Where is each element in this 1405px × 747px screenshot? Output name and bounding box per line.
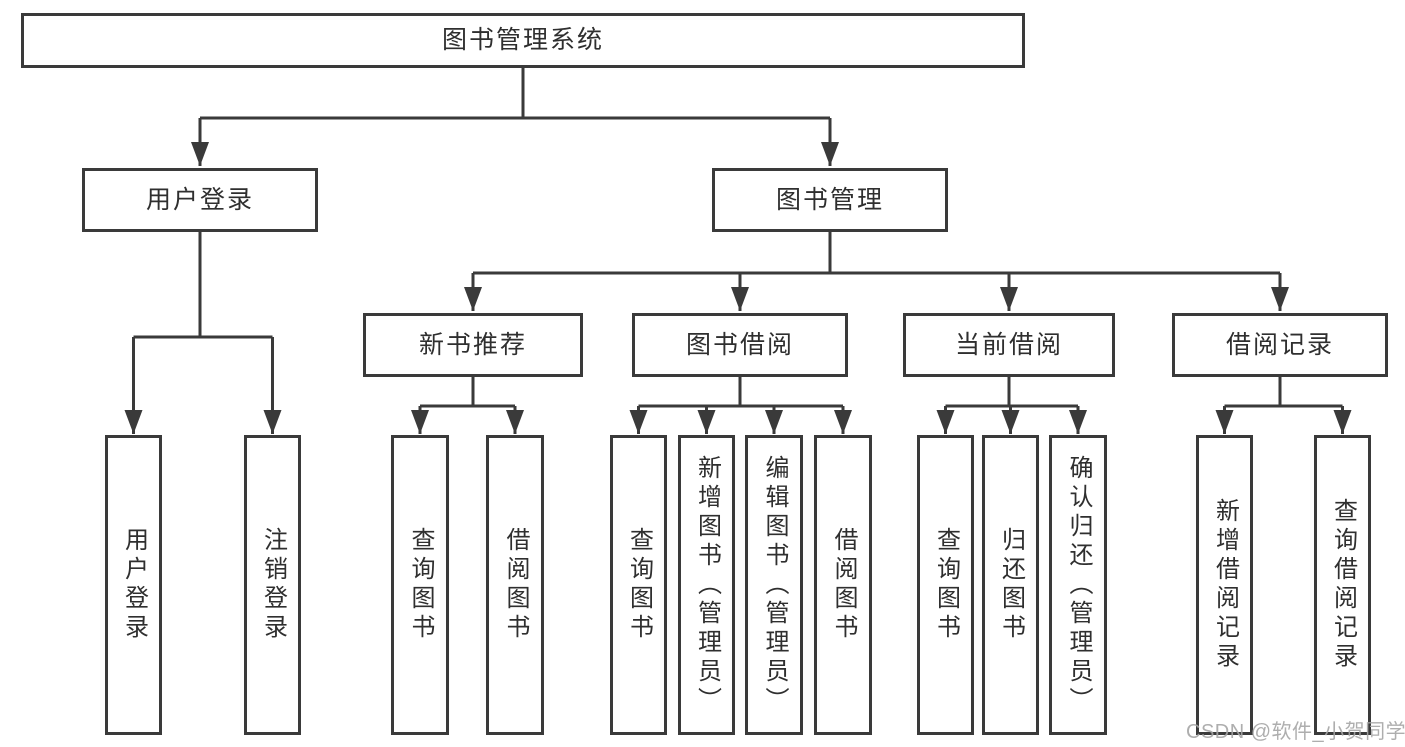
node-user-login: 用户登录 — [82, 168, 318, 232]
node-label: 注销登录 — [259, 527, 287, 643]
node-current-borrowing: 当前借阅 — [903, 313, 1115, 377]
node-query-books-recommend: 查询图书 — [391, 435, 449, 735]
node-library-management-system: 图书管理系统 — [21, 13, 1025, 68]
node-label: 用户登录 — [145, 185, 254, 214]
connector-skeleton — [133, 68, 1343, 408]
node-user-login-action: 用户登录 — [105, 435, 162, 735]
node-label: 新增图书（管理员） — [693, 454, 721, 716]
node-label: 确认归还（管理员） — [1065, 454, 1092, 716]
node-book-borrowing: 图书借阅 — [632, 313, 848, 377]
node-label: 归还图书 — [997, 527, 1025, 643]
node-label: 借阅图书 — [830, 527, 857, 643]
node-label: 新书推荐 — [418, 330, 527, 359]
node-query-borrow-record: 查询借阅记录 — [1314, 435, 1371, 735]
node-label: 编辑图书（管理员） — [761, 454, 788, 716]
node-logout-action: 注销登录 — [244, 435, 301, 735]
node-borrowing-records: 借阅记录 — [1172, 313, 1388, 377]
node-label: 图书借阅 — [685, 330, 794, 359]
node-label: 查询图书 — [932, 527, 960, 643]
node-borrow-books-recommend: 借阅图书 — [486, 435, 544, 735]
node-add-books-admin: 新增图书（管理员） — [678, 435, 735, 735]
node-label: 当前借阅 — [954, 330, 1063, 359]
node-label: 图书管理系统 — [441, 26, 604, 54]
node-label: 借阅图书 — [502, 527, 529, 643]
node-query-books-borrowing: 查询图书 — [610, 435, 667, 735]
node-book-management: 图书管理 — [712, 168, 948, 232]
node-label: 新增借阅记录 — [1211, 498, 1239, 672]
node-label: 借阅记录 — [1225, 330, 1334, 359]
node-return-books: 归还图书 — [982, 435, 1039, 735]
node-query-books-current: 查询图书 — [917, 435, 974, 735]
node-label: 查询图书 — [625, 527, 653, 643]
csdn-watermark: CSDN @软件_小贺同学 — [1186, 721, 1405, 743]
node-edit-books-admin: 编辑图书（管理员） — [745, 435, 803, 735]
connector-arrows — [124, 118, 1352, 434]
node-label: 用户登录 — [120, 527, 148, 643]
node-borrow-books-borrowing: 借阅图书 — [814, 435, 872, 735]
node-new-book-recommendation: 新书推荐 — [363, 313, 583, 377]
node-add-borrow-record: 新增借阅记录 — [1196, 435, 1253, 735]
node-confirm-return-admin: 确认归还（管理员） — [1049, 435, 1107, 735]
node-label: 查询借阅记录 — [1329, 498, 1357, 672]
node-label: 查询图书 — [407, 527, 434, 643]
node-label: 图书管理 — [775, 185, 884, 214]
